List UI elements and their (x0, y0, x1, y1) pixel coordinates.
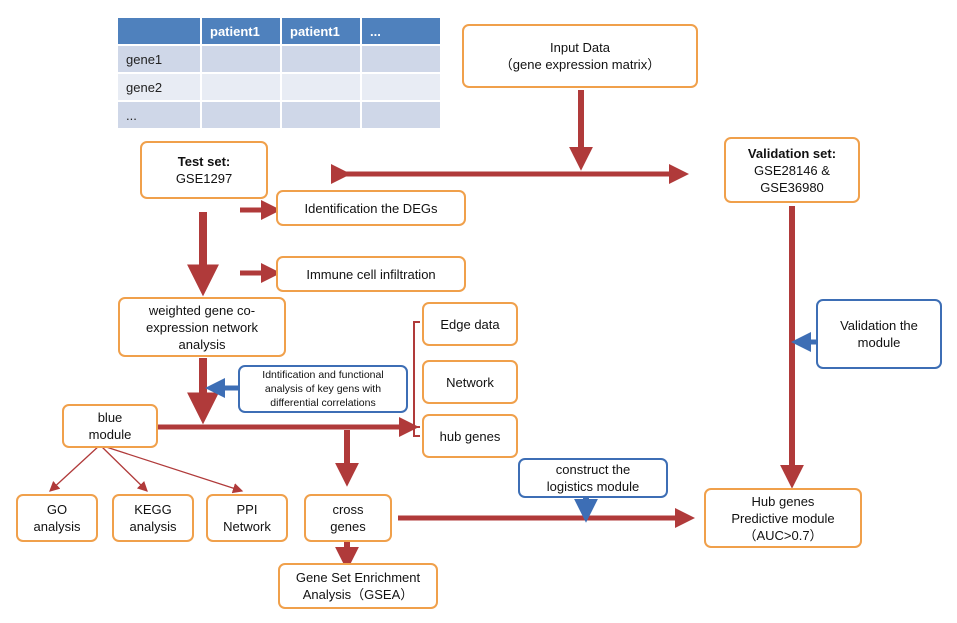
table-cell (202, 46, 282, 74)
table-row: gene1 (118, 46, 442, 74)
node-label: expression network (146, 319, 258, 335)
node-go-analysis: GO analysis (16, 494, 98, 542)
node-label: weighted gene co- (148, 302, 256, 318)
node-gsea: Gene Set Enrichment Analysis（GSEA） (278, 563, 438, 609)
node-label: Hub genes (751, 493, 815, 509)
node-identification-degs: Identification the DEGs (276, 190, 466, 226)
node-label: blue (97, 410, 123, 425)
node-label: GO (46, 502, 68, 517)
node-hub-genes: hub genes (422, 414, 518, 458)
node-cross-genes: cross genes (304, 494, 392, 542)
table-header-cell: patient1 (202, 18, 282, 46)
node-title: Test set: (177, 154, 231, 169)
table-cell (362, 46, 442, 74)
node-validation-module: Validation the module (816, 299, 942, 369)
node-label: GSE1297 (175, 171, 233, 186)
table-cell (282, 74, 362, 102)
node-label: Identification the DEGs (304, 200, 438, 216)
node-label: analysis of key gens with (264, 383, 382, 395)
node-label: Network (223, 519, 271, 534)
bracket-edge-network-hub (413, 321, 420, 437)
table-cell (362, 102, 442, 130)
node-blue-module: blue module (62, 404, 158, 448)
node-label: GSE28146 & (754, 162, 830, 178)
table-cell: ... (118, 102, 202, 130)
node-label: Predictive module (731, 510, 835, 526)
node-label: analysis (129, 519, 177, 534)
table-cell (202, 102, 282, 130)
table-header-row: patient1 patient1 ... (118, 18, 442, 46)
node-label: GSE36980 (760, 179, 824, 195)
node-label: Network (446, 374, 494, 390)
node-kegg-analysis: KEGG analysis (112, 494, 194, 542)
table-cell (282, 46, 362, 74)
table-row: gene2 (118, 74, 442, 102)
node-label: hub genes (439, 428, 501, 444)
node-label: Analysis（GSEA） (302, 587, 414, 602)
node-label: logistics module (546, 479, 640, 494)
node-label: Input Data (550, 40, 610, 55)
table-header-cell: patient1 (282, 18, 362, 46)
node-label: module (857, 335, 901, 350)
node-validation-set: Validation set: GSE28146 & GSE36980 (724, 137, 860, 203)
table-cell: gene2 (118, 74, 202, 102)
node-test-set: Test set: GSE1297 (140, 141, 268, 199)
gene-expression-table: patient1 patient1 ... gene1 gene2 ... (118, 18, 442, 130)
node-logistics-module: construct the logistics module (518, 458, 668, 498)
node-hub-predictive-module: Hub genes Predictive module （AUC>0.7） (704, 488, 862, 548)
table-cell (282, 102, 362, 130)
node-key-genes-note: Idntification and functional analysis of… (238, 365, 408, 413)
node-label: analysis (178, 336, 226, 352)
node-label: Immune cell infiltration (306, 266, 436, 282)
node-ppi-network: PPI Network (206, 494, 288, 542)
node-label: PPI (236, 502, 258, 517)
node-label: KEGG (134, 502, 172, 517)
table-row: ... (118, 102, 442, 130)
node-label: （gene expression matrix） (499, 57, 661, 72)
node-wgcna: weighted gene co- expression network ana… (118, 297, 286, 357)
node-label: construct the (555, 462, 631, 477)
node-label: Idntification and functional (262, 369, 384, 381)
node-label: Validation the (840, 318, 918, 333)
table-header-cell: ... (362, 18, 442, 46)
table-cell: gene1 (118, 46, 202, 74)
node-input-data: Input Data （gene expression matrix） (462, 24, 698, 88)
table-header-cell (118, 18, 202, 46)
table-cell (362, 74, 442, 102)
node-title: Validation set: (747, 145, 837, 161)
lines-blue-to-analyses (49, 444, 244, 494)
node-label: genes (330, 519, 366, 534)
node-label: module (88, 427, 132, 442)
node-label: （AUC>0.7） (743, 527, 823, 543)
node-network: Network (422, 360, 518, 404)
node-label: cross (332, 502, 364, 517)
node-label: differential correlations (270, 397, 376, 409)
node-immune-cell-infiltration: Immune cell infiltration (276, 256, 466, 292)
node-label: analysis (33, 519, 81, 534)
node-label: Edge data (440, 316, 500, 332)
node-edge-data: Edge data (422, 302, 518, 346)
table-cell (202, 74, 282, 102)
node-label: Gene Set Enrichment (295, 570, 421, 585)
